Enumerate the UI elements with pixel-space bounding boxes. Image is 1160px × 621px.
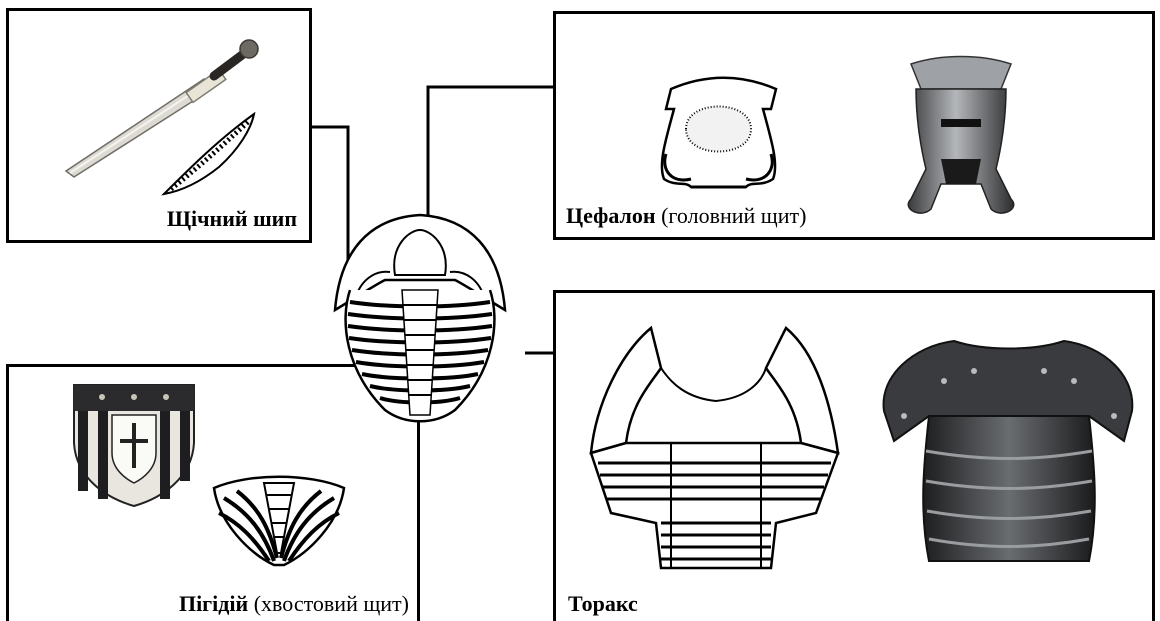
shield-icon	[72, 383, 196, 508]
panel-cephalon: Цефалон (головний щит)	[553, 11, 1155, 240]
thorax-drawing	[576, 323, 851, 583]
helmet-icon	[896, 49, 1026, 224]
panel-thorax: Торакс	[553, 290, 1155, 621]
trilobite-drawing	[330, 210, 510, 430]
panel-cheek-spine: Щічний шип	[6, 8, 312, 243]
cheek-spine-drawing	[159, 109, 259, 199]
pygidium-drawing	[209, 473, 349, 568]
label-cheek-spine: Щічний шип	[167, 206, 297, 232]
label-cephalon: Цефалон (головний щит)	[566, 203, 806, 229]
breastplate-icon	[874, 321, 1144, 581]
label-thorax: Торакс	[568, 591, 638, 617]
cephalon-drawing	[651, 69, 786, 204]
label-pygidium: Пігідій (хвостовий щит)	[179, 591, 409, 617]
